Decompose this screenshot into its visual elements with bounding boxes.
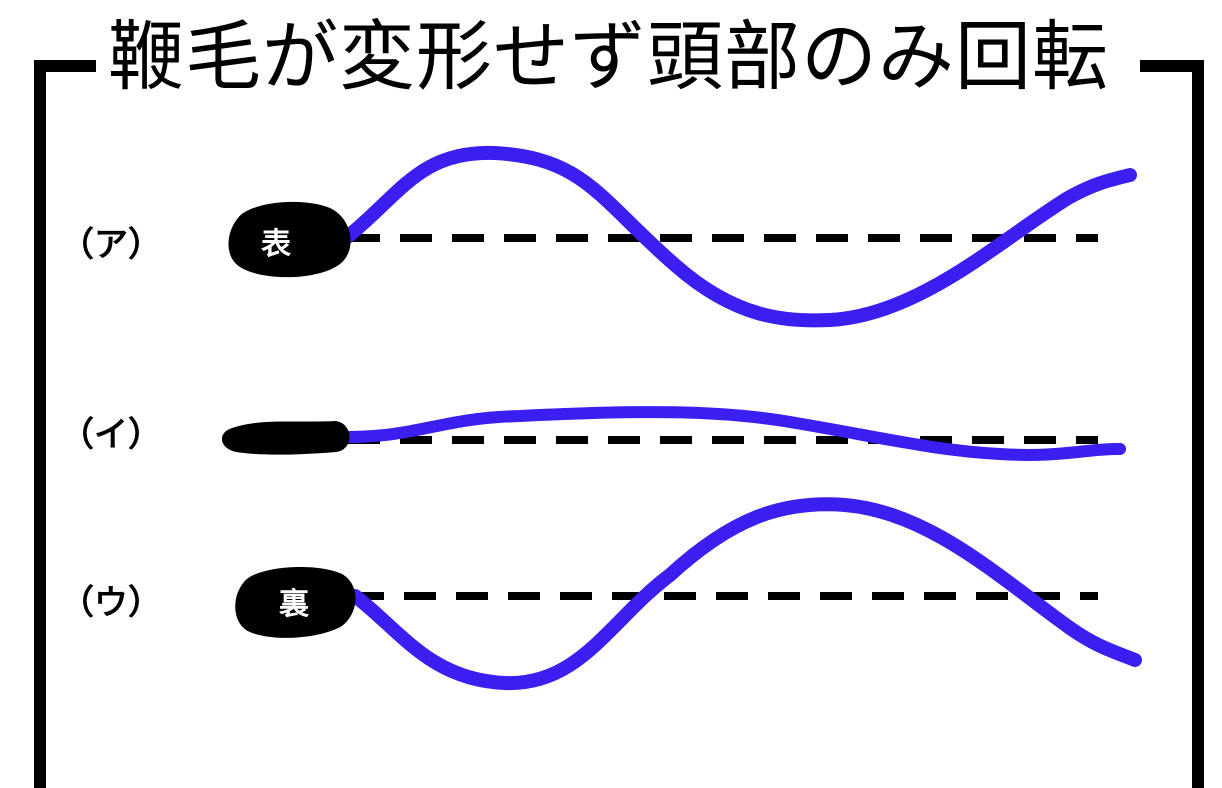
sperm-head-a xyxy=(228,201,351,278)
flagellum-c xyxy=(348,497,1142,691)
flagellum-b xyxy=(340,406,1126,461)
diagram-title: 鞭毛が変形せず頭部のみ回転 xyxy=(108,12,1109,101)
row-label-a: （ア） xyxy=(60,225,162,265)
row-c: 裏 xyxy=(235,497,1142,691)
frame-left xyxy=(34,60,96,788)
head-label-c: 裏 xyxy=(279,587,310,622)
sperm-head-c xyxy=(235,567,356,638)
row-label-c: （ウ） xyxy=(60,583,162,623)
row-label-b: （イ） xyxy=(60,415,162,455)
frame-right xyxy=(1140,60,1204,788)
flagellum-a xyxy=(339,145,1137,328)
row-a: 表 xyxy=(228,145,1137,328)
head-label-a: 表 xyxy=(261,227,291,262)
sperm-head-b xyxy=(221,421,350,455)
row-b xyxy=(221,406,1126,461)
